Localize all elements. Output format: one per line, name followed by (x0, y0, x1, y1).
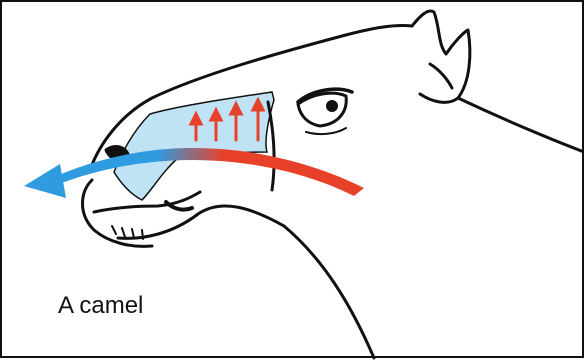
caption-label: A camel (58, 292, 143, 320)
airflow-arrowhead (24, 164, 66, 198)
airflow-arrow (24, 148, 364, 198)
